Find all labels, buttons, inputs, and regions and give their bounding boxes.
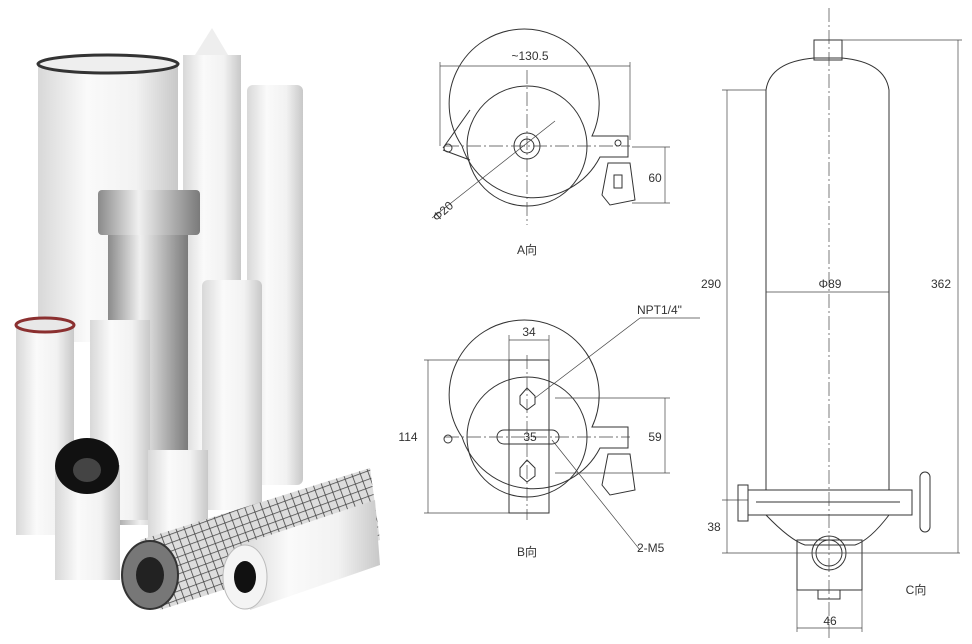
view-a-title: A向 bbox=[517, 242, 537, 257]
dim-362-label: 362 bbox=[931, 277, 951, 291]
view-c-title: C向 bbox=[906, 582, 927, 597]
dim-34-label: 34 bbox=[522, 325, 536, 339]
dim-290-label: 290 bbox=[701, 277, 721, 291]
black-end-cartridge bbox=[55, 438, 120, 580]
view-c: 290 Φ89 362 38 46 C向 bbox=[701, 8, 962, 640]
dim-114-label: 114 bbox=[398, 430, 417, 444]
white-end-cartridge bbox=[222, 500, 380, 610]
dim-59-label: 59 bbox=[648, 430, 662, 444]
pleated-cartridge-mid bbox=[202, 280, 262, 510]
view-b: 34 NPT1/4" 114 35 59 2-M5 B向 bbox=[398, 303, 700, 559]
dim-height-label: 60 bbox=[648, 171, 662, 185]
dim-46-label: 46 bbox=[823, 614, 837, 628]
dim-38-label: 38 bbox=[707, 520, 721, 534]
view-b-title: B向 bbox=[517, 544, 537, 559]
port-thread-label: NPT1/4" bbox=[637, 303, 682, 317]
dim-width-label: ~130.5 bbox=[511, 49, 548, 63]
view-a: ~130.5 60 Φ20 A向 bbox=[430, 28, 670, 257]
dim-35-label: 35 bbox=[523, 430, 537, 444]
dim-diameter-label: Φ89 bbox=[819, 277, 842, 291]
bolt-label: 2-M5 bbox=[637, 541, 665, 555]
